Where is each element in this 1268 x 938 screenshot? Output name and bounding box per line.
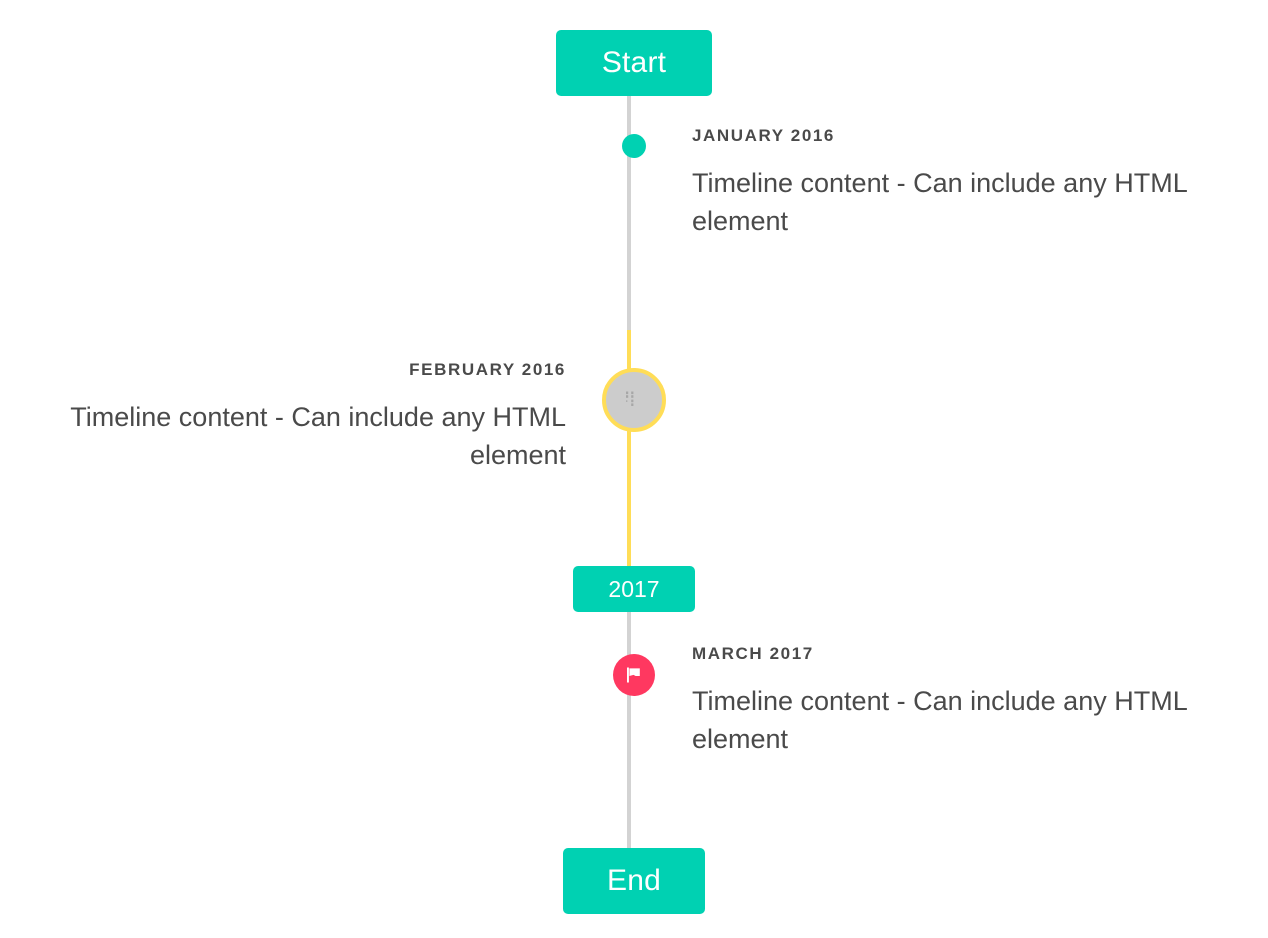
timeline-item-content: January 2016 Timeline content - Can incl…	[692, 126, 1222, 240]
timeline-header-start-badge[interactable]: Start	[556, 30, 712, 96]
timeline-rail-segment-bottom	[627, 612, 631, 848]
timeline-header-2017-badge[interactable]: 2017	[573, 566, 695, 612]
timeline-item-heading: March 2017	[692, 644, 814, 663]
broken-image-icon	[602, 368, 666, 432]
timeline-item-body: Timeline content - Can include any HTML …	[692, 167, 1187, 236]
timeline-item-heading: January 2016	[692, 126, 835, 145]
timeline-item-body: Timeline content - Can include any HTML …	[692, 685, 1187, 754]
timeline-item-content: March 2017 Timeline content - Can includ…	[692, 644, 1222, 758]
timeline-item-content: February 2016 Timeline content - Can inc…	[34, 360, 566, 474]
flag-icon	[613, 654, 655, 696]
timeline-rail-segment-warning	[627, 330, 631, 566]
dot-icon	[622, 134, 646, 158]
timeline-item-body: Timeline content - Can include any HTML …	[70, 401, 566, 470]
timeline-item-heading: February 2016	[409, 360, 566, 379]
timeline-footer-end-badge[interactable]: End	[563, 848, 705, 914]
timeline-rail-segment-top	[627, 96, 631, 330]
